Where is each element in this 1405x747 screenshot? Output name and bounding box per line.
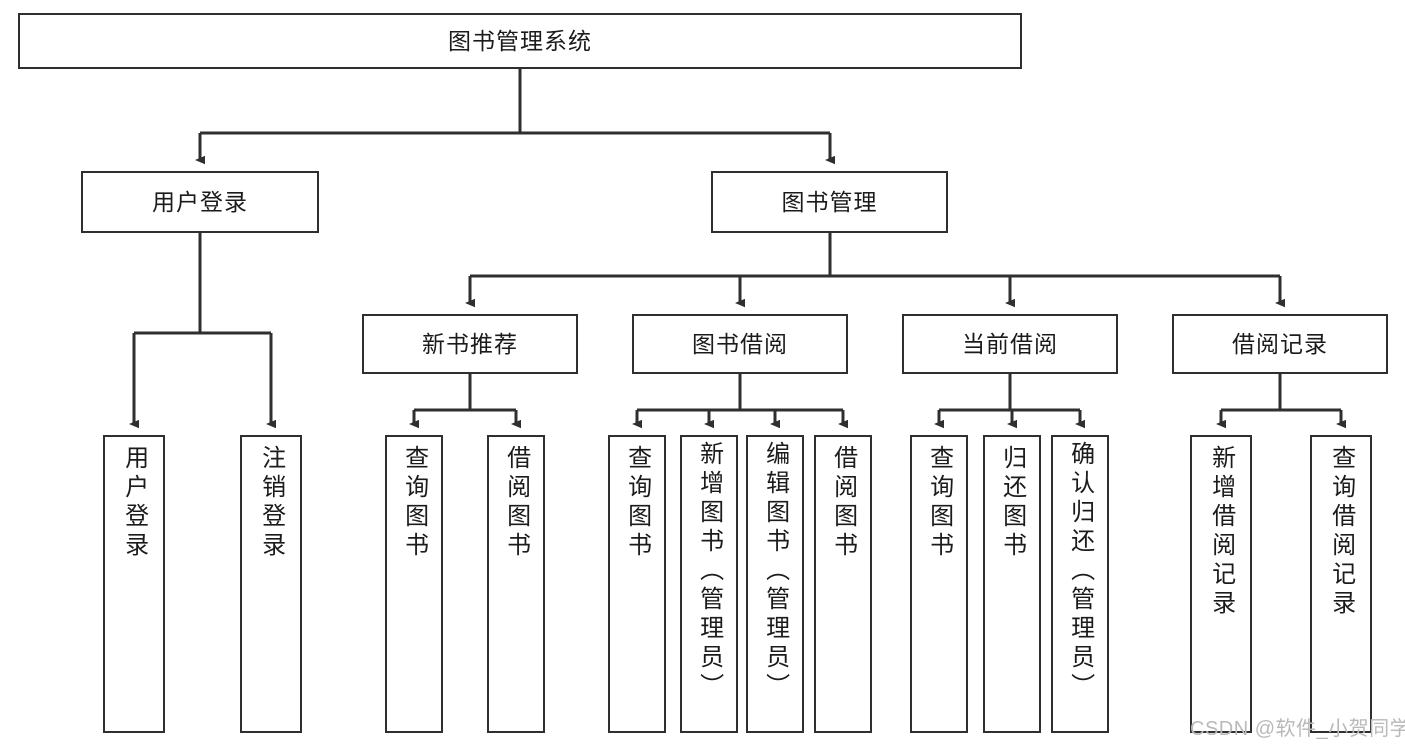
- leaf-query-book-current[interactable]: 查询图书: [910, 435, 968, 733]
- leaf-add-borrow-record-label: 新增借阅记录: [1207, 445, 1235, 619]
- leaf-confirm-return-admin-label: 确认归还（管理员）: [1066, 441, 1094, 702]
- leaf-query-book-borrow[interactable]: 查询图书: [608, 435, 666, 733]
- node-user-login[interactable]: 用户登录: [81, 171, 319, 233]
- leaf-add-book-admin-label: 新增图书（管理员）: [695, 441, 723, 702]
- node-new-book-recommend[interactable]: 新书推荐: [362, 314, 578, 374]
- node-book-borrow-label: 图书借阅: [692, 330, 788, 357]
- node-root[interactable]: 图书管理系统: [18, 13, 1022, 69]
- leaf-borrow-book-label: 借阅图书: [829, 445, 857, 561]
- leaf-query-book-current-label: 查询图书: [925, 445, 953, 561]
- leaf-add-borrow-record[interactable]: 新增借阅记录: [1190, 435, 1252, 733]
- node-book-management-label: 图书管理: [781, 188, 878, 215]
- leaf-return-book[interactable]: 归还图书: [983, 435, 1041, 733]
- node-root-label: 图书管理系统: [448, 27, 592, 54]
- leaf-edit-book-admin-label: 编辑图书（管理员）: [761, 441, 789, 702]
- leaf-edit-book-admin[interactable]: 编辑图书（管理员）: [746, 435, 804, 733]
- leaf-user-login-label: 用户登录: [120, 445, 148, 561]
- leaf-borrow-book[interactable]: 借阅图书: [814, 435, 872, 733]
- node-user-login-label: 用户登录: [152, 188, 248, 215]
- node-book-borrow[interactable]: 图书借阅: [632, 314, 848, 374]
- leaf-borrow-book-recommend[interactable]: 借阅图书: [487, 435, 545, 733]
- node-current-borrow[interactable]: 当前借阅: [902, 314, 1118, 374]
- node-current-borrow-label: 当前借阅: [962, 330, 1058, 357]
- leaf-user-login[interactable]: 用户登录: [103, 435, 165, 733]
- leaf-query-book-recommend[interactable]: 查询图书: [385, 435, 443, 733]
- watermark-text: CSDN @软件_小贺同学: [1190, 718, 1405, 740]
- node-borrow-record-label: 借阅记录: [1232, 330, 1328, 357]
- leaf-confirm-return-admin[interactable]: 确认归还（管理员）: [1051, 435, 1109, 733]
- node-new-book-recommend-label: 新书推荐: [422, 330, 518, 357]
- leaf-borrow-book-recommend-label: 借阅图书: [502, 445, 530, 561]
- leaf-query-borrow-record[interactable]: 查询借阅记录: [1310, 435, 1372, 733]
- leaf-query-book-recommend-label: 查询图书: [400, 445, 428, 561]
- leaf-user-logout[interactable]: 注销登录: [240, 435, 302, 733]
- node-borrow-record[interactable]: 借阅记录: [1172, 314, 1388, 374]
- leaf-user-logout-label: 注销登录: [257, 445, 285, 561]
- node-book-management[interactable]: 图书管理: [711, 171, 948, 233]
- leaf-add-book-admin[interactable]: 新增图书（管理员）: [680, 435, 738, 733]
- leaf-return-book-label: 归还图书: [998, 445, 1026, 561]
- leaf-query-book-borrow-label: 查询图书: [623, 445, 651, 561]
- leaf-query-borrow-record-label: 查询借阅记录: [1327, 445, 1355, 619]
